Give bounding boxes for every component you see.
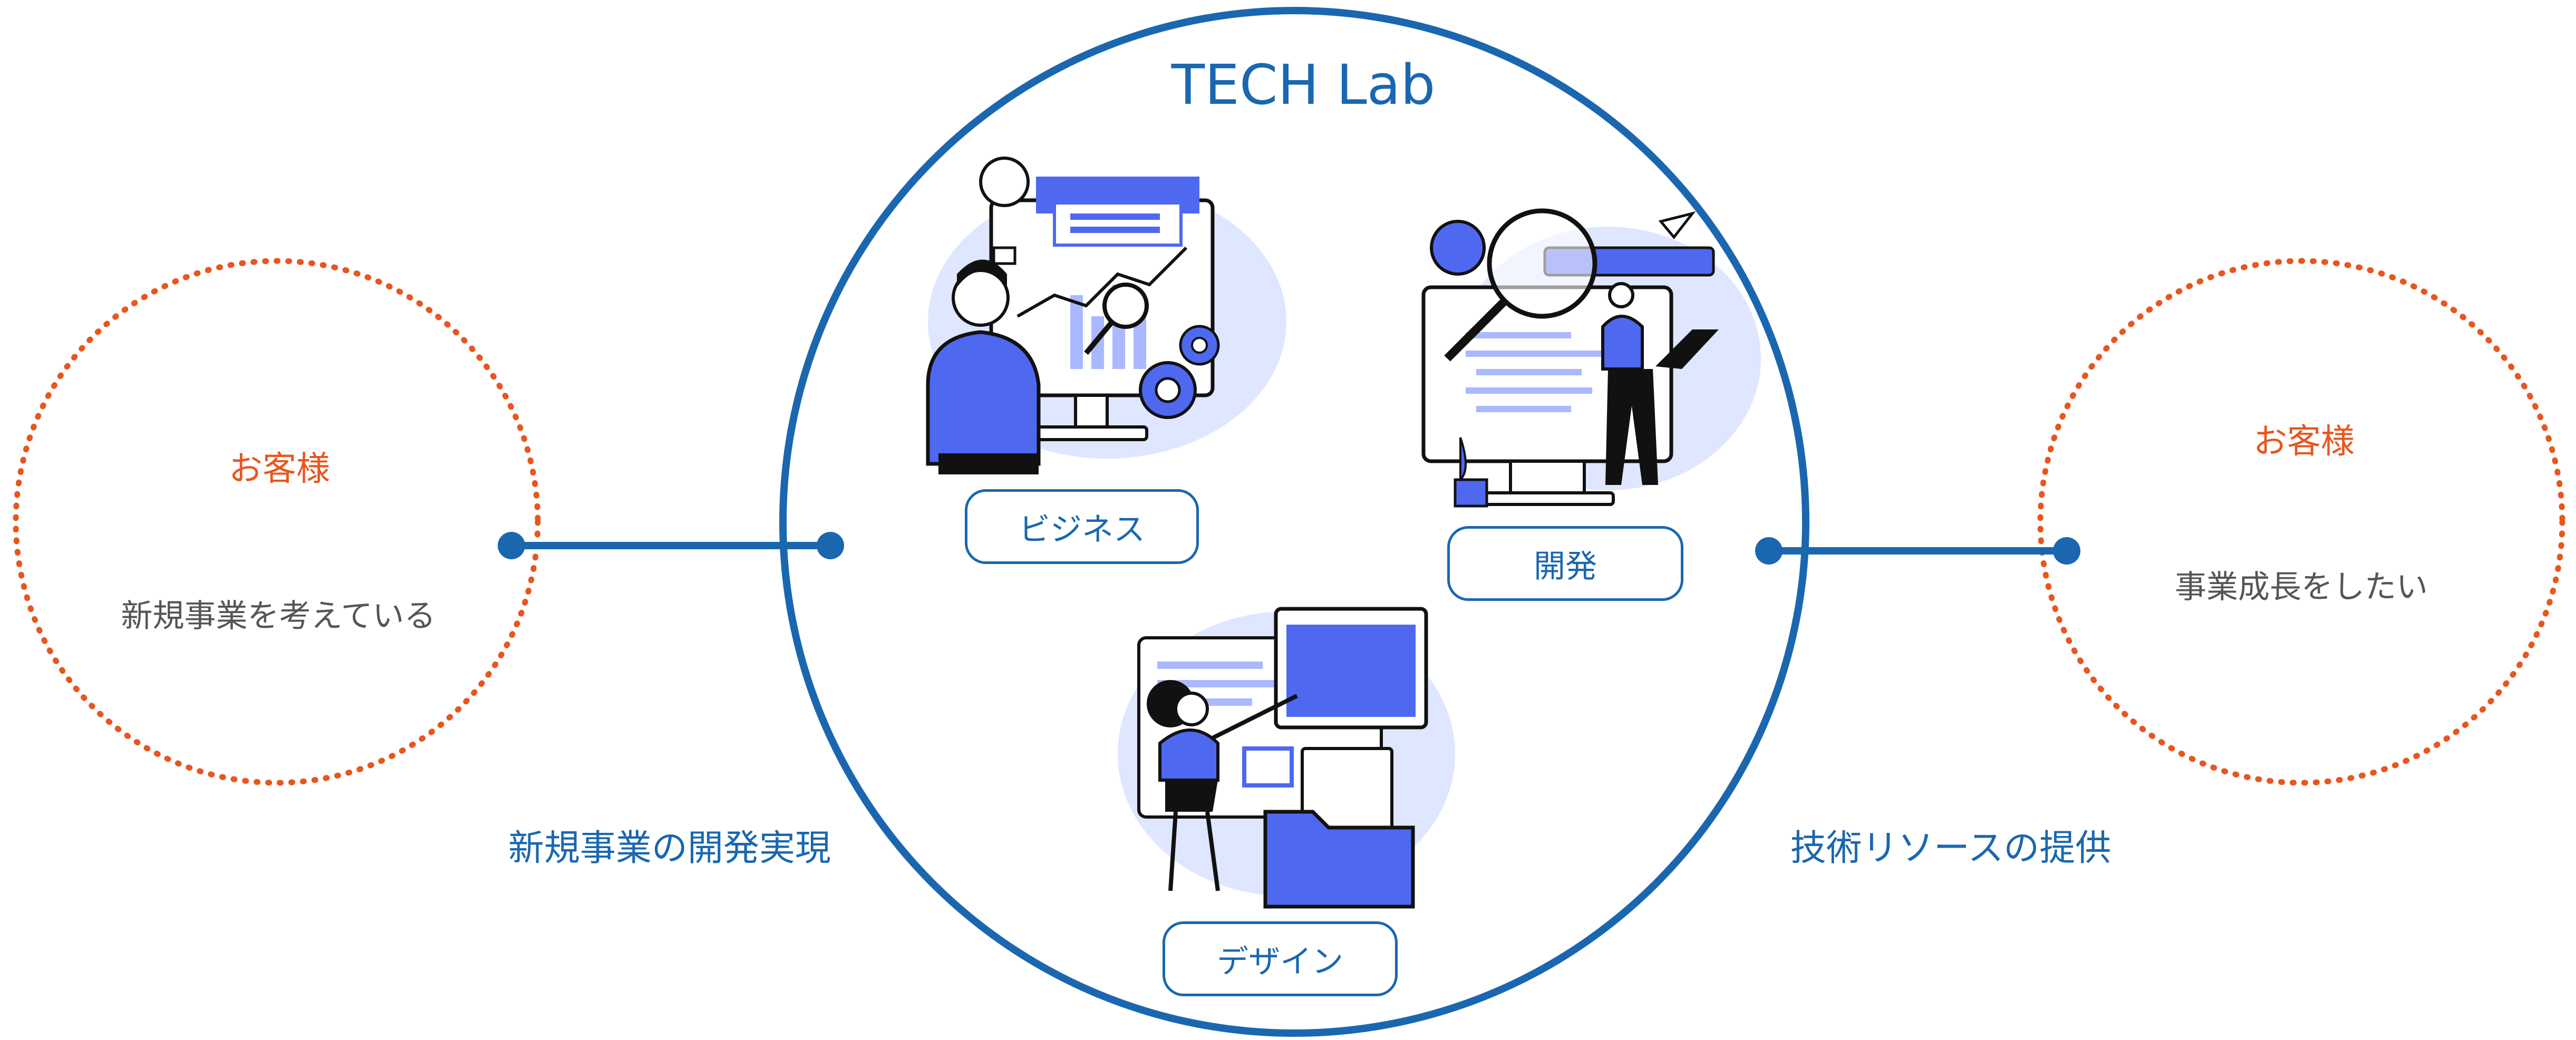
right-customer-title: お客様 [2253, 422, 2355, 461]
business-area-button[interactable]: ビジネス [965, 489, 1199, 564]
right-connector-dot-start [1755, 537, 1783, 565]
page-title: TECH Lab [1171, 53, 1436, 117]
design-board-illustration-icon [1118, 607, 1455, 909]
design-area-button[interactable]: デザイン [1163, 921, 1398, 996]
left-connector-dot-start [498, 532, 525, 559]
right-customer-circle [2037, 258, 2565, 786]
left-connector [498, 532, 844, 559]
business-analytics-illustration-icon [926, 157, 1286, 474]
right-connector-label: 技術リソースの提供 [1790, 828, 2112, 869]
left-connector-label: 新規事業の開発実現 [508, 828, 831, 869]
right-connector [1755, 537, 2080, 565]
tech-lab-circle [779, 7, 1809, 1037]
development-laptop-illustration-icon [1421, 208, 1761, 508]
left-customer-title: お客様 [229, 450, 330, 489]
left-connector-dot-end [817, 532, 844, 559]
right-customer-description: 事業成長をしたい [2175, 569, 2428, 606]
left-customer-circle [13, 258, 541, 786]
development-area-button[interactable]: 開発 [1447, 526, 1683, 601]
left-customer-description: 新規事業を考えている [121, 598, 436, 635]
right-connector-dot-end [2053, 537, 2080, 565]
